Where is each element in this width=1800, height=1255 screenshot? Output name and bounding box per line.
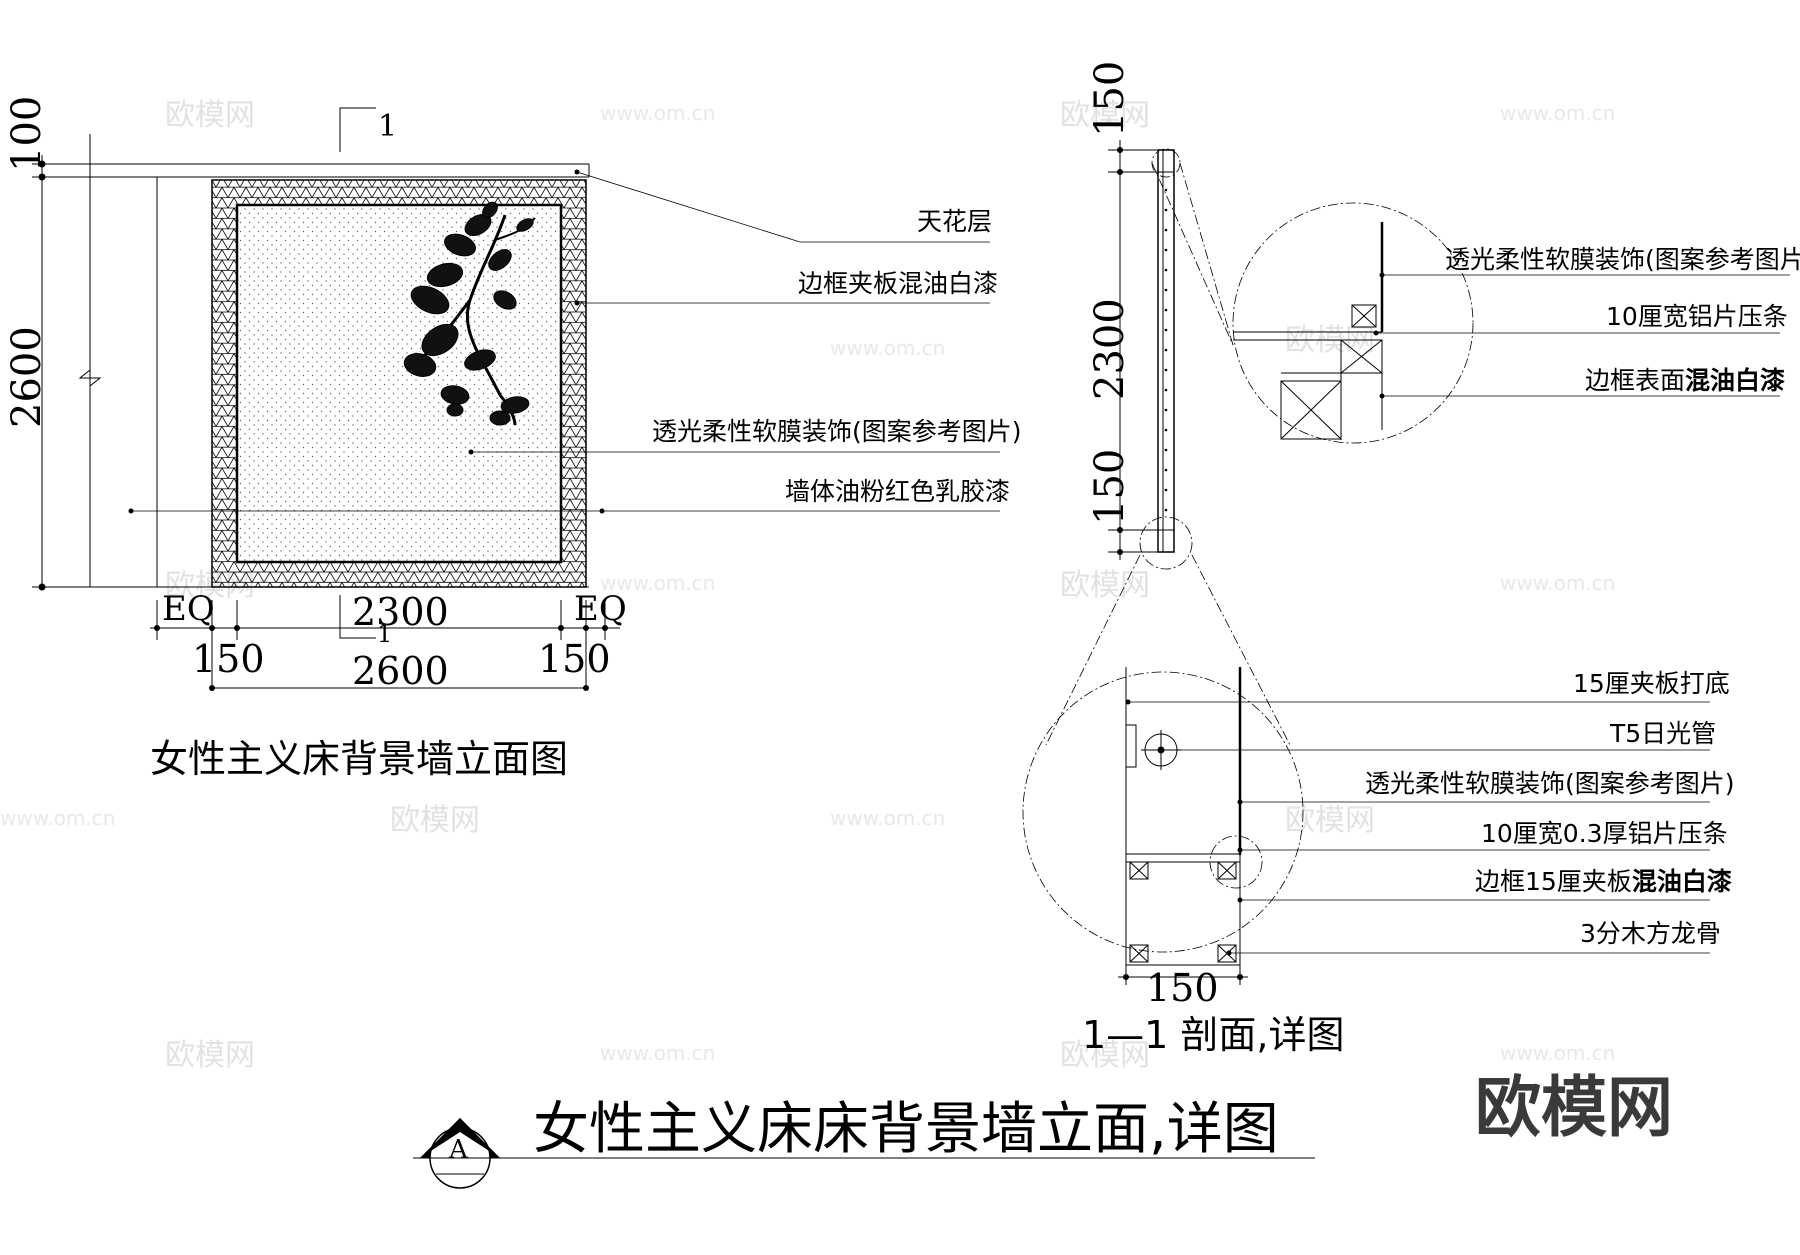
lower-label-keel: 3分木方龙骨: [1580, 919, 1721, 948]
main-title-block: A 女性主义床床背景墙立面,详图: [413, 1097, 1315, 1189]
watermark-brand: 欧模网: [165, 1038, 255, 1073]
brand-watermark: 欧模网: [1475, 1069, 1673, 1146]
watermark-url: www.om.cn: [600, 101, 715, 125]
lower-detail: 15厘夹板打底 T5日光管 透光柔性软膜装饰(图案参考图片) 10厘宽0.3厚铝…: [1022, 667, 1735, 1057]
vine-decoration: [403, 201, 536, 426]
label-frame: 边框夹板混油白漆: [798, 269, 998, 298]
watermark-url: www.om.cn: [830, 336, 945, 360]
lower-dim-width: 150: [1146, 966, 1219, 1010]
watermark-url: www.om.cn: [1500, 571, 1615, 595]
elevation-title: 女性主义床背景墙立面图: [150, 737, 568, 781]
lower-label-frame: 边框15厘夹板混油白漆: [1475, 867, 1732, 896]
section-marker-bottom: [339, 595, 376, 639]
watermark-brand: 欧模网: [1060, 568, 1150, 603]
elevation-drawing: 1: [4, 96, 1022, 781]
upper-label-frame: 边框表面混油白漆: [1585, 366, 1785, 395]
lower-label-lamp: T5日光管: [1609, 719, 1716, 748]
callout-lower-small: [1139, 516, 1193, 570]
dim-side-right: 150: [538, 637, 611, 681]
section-dim-bottom: 150: [1087, 449, 1133, 525]
section-drawing: 150 2300 150: [1045, 61, 1291, 746]
watermark-brand: 欧模网: [165, 98, 255, 133]
lower-label-strip: 10厘宽0.3厚铝片压条: [1481, 819, 1728, 848]
section-strip-ticks: [1164, 188, 1168, 512]
lower-label-base: 15厘夹板打底: [1573, 669, 1730, 698]
dim-height: 2600: [4, 326, 50, 428]
dim-side-left: 150: [192, 637, 265, 681]
main-title: 女性主义床床背景墙立面,详图: [533, 1097, 1279, 1162]
watermark-url: www.om.cn: [600, 1041, 715, 1065]
label-ceiling: 天花层: [917, 207, 992, 236]
watermark-url: www.om.cn: [1500, 101, 1615, 125]
upper-detail: 透光柔性软膜装饰(图案参考图片) 10厘宽铝片压条 边框表面混油白漆: [1232, 202, 1800, 444]
dim-inner-width: 2300: [352, 590, 449, 634]
dim-eq-left: EQ: [162, 589, 215, 629]
section-title: 1—1 剖面,详图: [1082, 1013, 1345, 1057]
lower-detail-circle: [1022, 671, 1304, 953]
watermark-brand: 欧模网: [1285, 803, 1375, 838]
upper-detail-circle: [1232, 202, 1474, 444]
dim-total-width: 2600: [352, 649, 449, 693]
upper-label-membrane: 透光柔性软膜装饰(图案参考图片): [1445, 245, 1800, 274]
section-marker-label-bottom: 1: [377, 620, 392, 648]
watermark-brand: 欧模网: [390, 803, 480, 838]
watermark-brand: 欧模网: [1060, 1038, 1150, 1073]
watermark-layer: 欧模网 欧模网 欧模网 欧模网 欧模网 欧模网 欧模网 欧模网 欧模网 www.…: [0, 98, 1615, 1073]
watermark-brand: 欧模网: [1060, 98, 1150, 133]
section-dim-middle: 2300: [1087, 298, 1133, 400]
lower-label-membrane: 透光柔性软膜装饰(图案参考图片): [1365, 769, 1735, 798]
section-marker-top: [339, 107, 376, 152]
watermark-url: www.om.cn: [600, 571, 715, 595]
dim-top-band: 100: [4, 96, 50, 172]
watermark-url: www.om.cn: [0, 806, 115, 830]
dim-eq-right: EQ: [574, 589, 627, 629]
upper-label-strip: 10厘宽铝片压条: [1606, 302, 1788, 331]
label-membrane: 透光柔性软膜装饰(图案参考图片): [652, 417, 1022, 446]
section-dim-top: 150: [1087, 61, 1133, 137]
section-marker-label: 1: [378, 109, 397, 144]
label-wall: 墙体油粉红色乳胶漆: [785, 477, 1010, 506]
watermark-url: www.om.cn: [1500, 1041, 1615, 1065]
watermark-url: www.om.cn: [830, 806, 945, 830]
title-symbol-letter: A: [448, 1135, 469, 1165]
